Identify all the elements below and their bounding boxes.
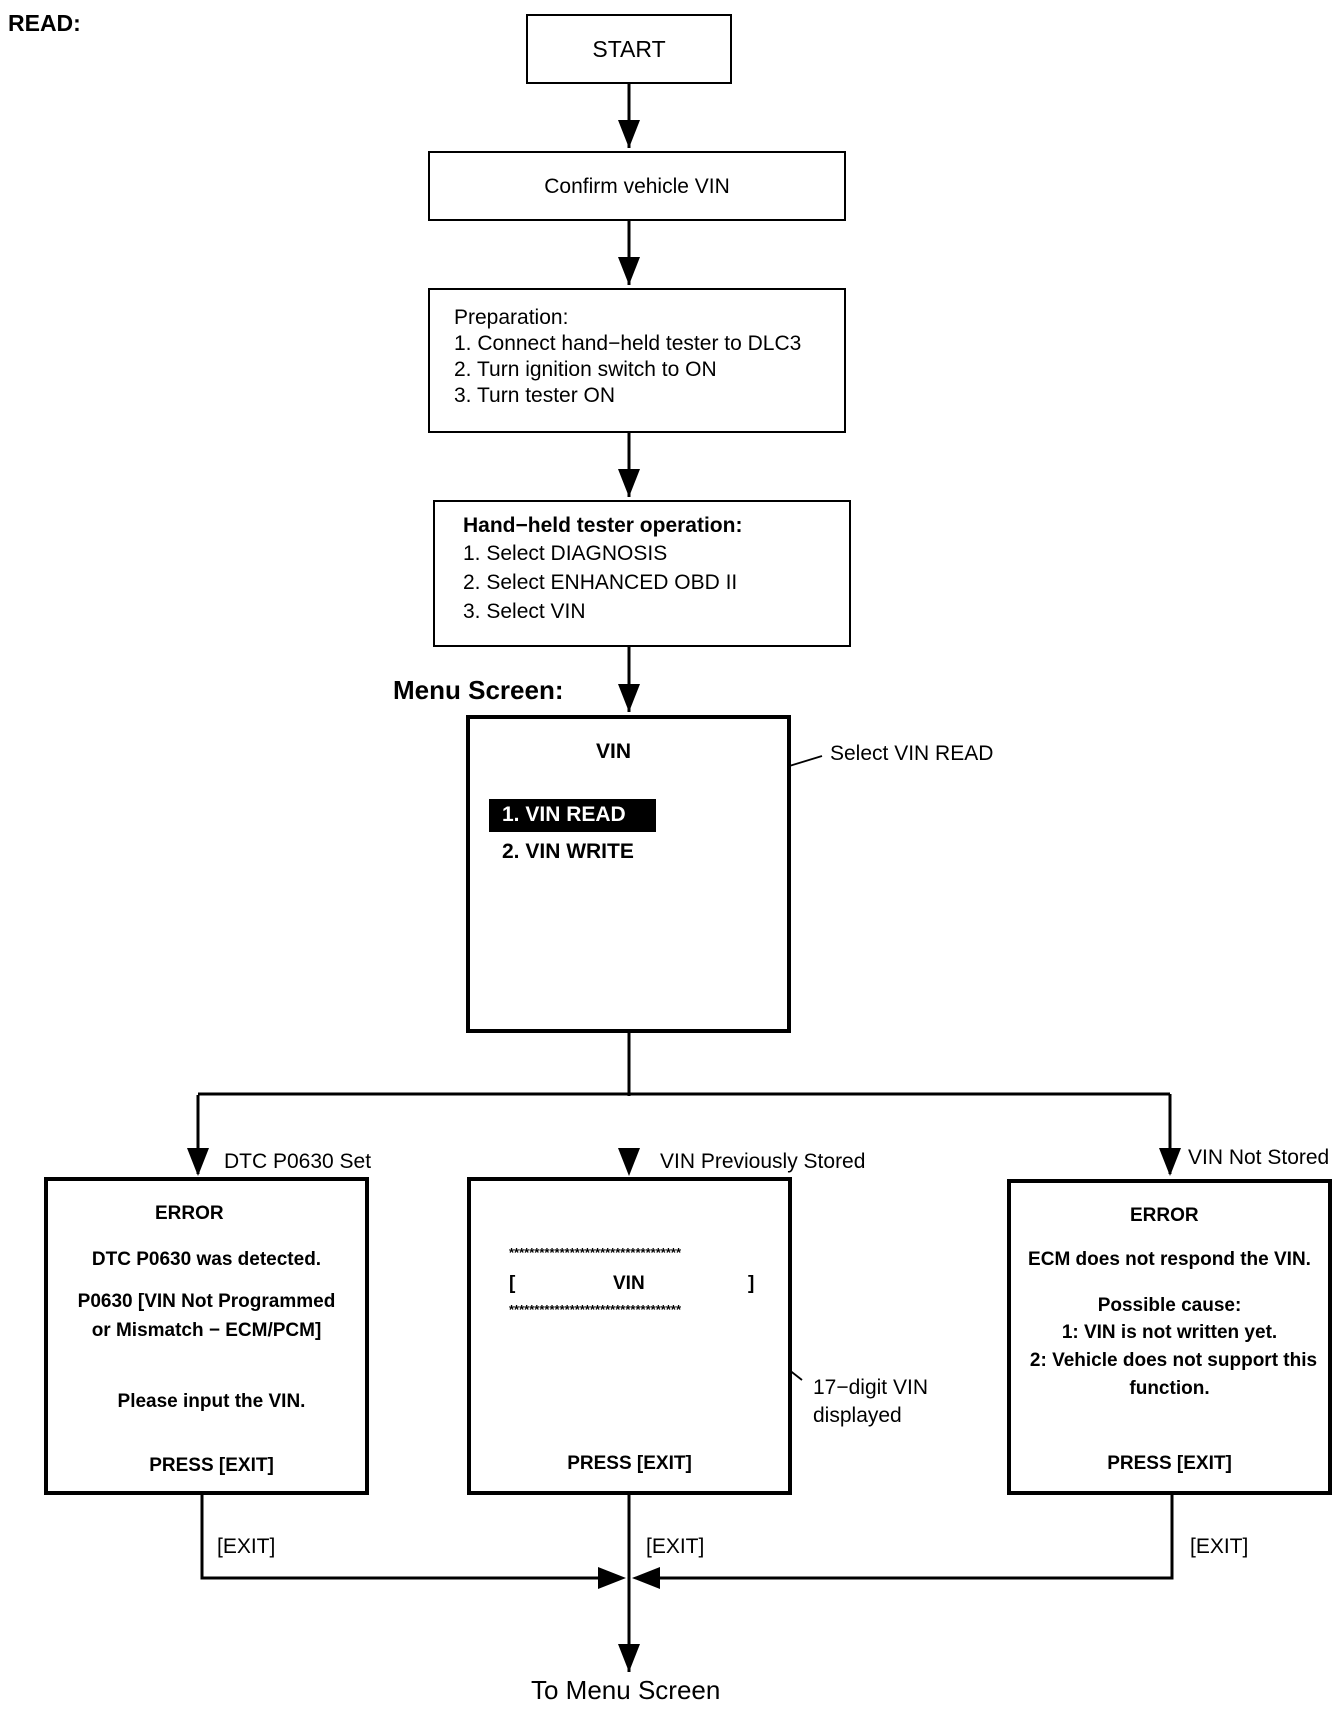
menu-item-vin-read-label: 1. VIN READ	[502, 803, 626, 826]
vin-display: VIN	[613, 1273, 645, 1294]
arrowhead-merge-left	[598, 1567, 626, 1589]
tester-operation-box: Hand−held tester operation: 1. Select DI…	[433, 500, 851, 647]
arrowhead-1	[618, 120, 640, 148]
arrowhead-4	[618, 684, 640, 712]
dtc-error-line: or Mismatch − ECM/PCM]	[91, 1320, 322, 1341]
not-stored-error-line: function.	[1129, 1378, 1210, 1399]
menu-screen-label: Menu Screen:	[393, 675, 564, 705]
footer-to-menu-screen: To Menu Screen	[531, 1675, 721, 1705]
stars-top: **********************************	[509, 1245, 682, 1260]
dtc-error-line: DTC P0630 was detected.	[91, 1249, 322, 1270]
menu-item-vin-read: 1. VIN READ	[489, 799, 656, 832]
vin-stored-screen: ********************************** [ VIN…	[467, 1177, 792, 1495]
dtc-error-screen: ERROR DTC P0630 was detected. P0630 [VIN…	[44, 1177, 369, 1495]
branch-label-dtc: DTC P0630 Set	[224, 1150, 372, 1173]
confirm-label: Confirm vehicle VIN	[544, 175, 730, 198]
callout-vin-displayed: displayed	[813, 1404, 902, 1427]
arrowhead-2	[618, 257, 640, 285]
start-box: START	[526, 14, 732, 84]
dtc-press-exit: PRESS [EXIT]	[149, 1455, 274, 1476]
page-label: READ:	[8, 10, 81, 36]
not-stored-error-line: ECM does not respond the VIN.	[1028, 1249, 1311, 1270]
arrowhead-center-branch	[618, 1148, 640, 1176]
preparation-title: Preparation:	[454, 306, 569, 329]
preparation-step: 3. Turn tester ON	[454, 384, 616, 407]
menu-screen-box: VIN 1. VIN READ 2. VIN WRITE	[466, 715, 791, 1033]
exit-label-center: [EXIT]	[646, 1535, 705, 1558]
not-stored-error-title: ERROR	[1130, 1205, 1199, 1226]
dtc-error-title: ERROR	[155, 1203, 224, 1224]
not-stored-error-line: 2: Vehicle does not support this	[1029, 1350, 1318, 1371]
stars-bottom: **********************************	[509, 1302, 682, 1317]
branch-label-stored: VIN Previously Stored	[660, 1150, 866, 1173]
branch-label-not-stored: VIN Not Stored	[1188, 1146, 1330, 1169]
tester-operation-title: Hand−held tester operation:	[463, 514, 743, 537]
arrowhead-merge-right	[632, 1567, 660, 1589]
tester-operation-step: 1. Select DIAGNOSIS	[463, 542, 668, 565]
preparation-step: 1. Connect hand−held tester to DLC3	[454, 332, 802, 355]
not-stored-error-line: Possible cause:	[1097, 1295, 1242, 1316]
exit-label-right: [EXIT]	[1190, 1535, 1249, 1558]
callout-vin-digits: 17−digit VIN	[813, 1376, 928, 1399]
stored-press-exit: PRESS [EXIT]	[567, 1453, 692, 1474]
preparation-step: 2. Turn ignition switch to ON	[454, 358, 717, 381]
arrowhead-left-branch	[187, 1148, 209, 1176]
preparation-box: Preparation: 1. Connect hand−held tester…	[428, 288, 846, 433]
bracket-close: ]	[748, 1273, 755, 1294]
exit-right-path	[660, 1495, 1174, 1580]
callout-select-vin-read: Select VIN READ	[830, 742, 994, 765]
not-stored-error-line: 1: VIN is not written yet.	[1061, 1322, 1278, 1343]
dtc-error-line: Please input the VIN.	[117, 1391, 306, 1412]
confirm-box: Confirm vehicle VIN	[428, 151, 846, 221]
tester-operation-step: 3. Select VIN	[463, 600, 586, 623]
menu-screen-title: VIN	[596, 740, 632, 763]
dtc-error-line: P0630 [VIN Not Programmed	[77, 1291, 336, 1312]
not-stored-press-exit: PRESS [EXIT]	[1107, 1453, 1232, 1474]
start-label: START	[592, 36, 666, 62]
arrowhead-footer	[618, 1644, 640, 1672]
exit-label-left: [EXIT]	[217, 1535, 276, 1558]
bracket-open: [	[509, 1273, 516, 1294]
not-stored-error-screen: ERROR ECM does not respond the VIN. Poss…	[1007, 1179, 1332, 1495]
exit-left-path	[200, 1495, 598, 1580]
menu-item-vin-write-label: 2. VIN WRITE	[502, 840, 634, 863]
arrowhead-3	[618, 469, 640, 497]
tester-operation-step: 2. Select ENHANCED OBD II	[463, 571, 738, 594]
arrowhead-right-branch	[1159, 1148, 1181, 1176]
